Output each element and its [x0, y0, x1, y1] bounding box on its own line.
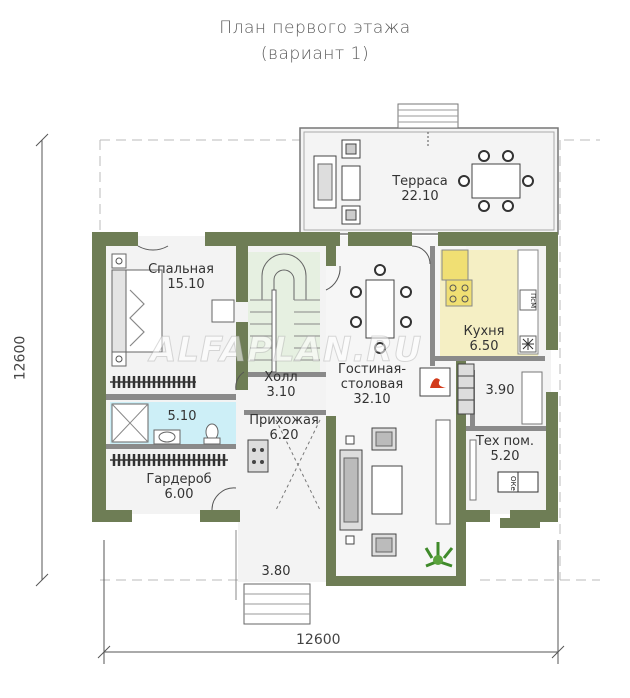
room-bathroom-area: 5.10	[167, 409, 197, 424]
pantry-shelves	[457, 363, 543, 425]
room-bedroom: Спальная 15.10	[136, 262, 226, 292]
terrace-inner-border	[303, 131, 555, 231]
room-living-name-1: Гостиная-	[337, 362, 407, 377]
room-kitchen: Кухня 6.50	[454, 324, 514, 354]
room-kitchen-name: Кухня	[463, 324, 505, 339]
dimension-height: 12600	[12, 335, 29, 381]
room-wardrobe: Гардероб 6.00	[136, 472, 222, 502]
room-entry-name: Прихожая	[249, 413, 319, 428]
room-terrace-name: Терраса	[392, 174, 448, 189]
terrace-steps	[397, 103, 459, 146]
porch-steps	[235, 530, 311, 625]
room-hall-area: 3.10	[266, 385, 296, 400]
room-hall-name: Холл	[264, 370, 298, 385]
kitchen-fixtures	[441, 249, 539, 355]
room-pantry-area: 3.90	[485, 383, 515, 398]
room-bedroom-area: 15.10	[167, 277, 205, 292]
fireplace	[419, 367, 451, 397]
room-hall: Холл 3.10	[256, 370, 306, 400]
porch-floor	[238, 514, 326, 582]
room-entry: Прихожая 6.20	[246, 413, 322, 443]
room-bathroom: 5.10	[160, 409, 204, 424]
dining-set	[350, 264, 412, 354]
room-living-name-2: столовая	[340, 377, 404, 392]
bathroom-fixtures	[111, 403, 221, 445]
room-kitchen-area: 6.50	[469, 339, 499, 354]
boiler-label: ОКе	[509, 475, 517, 491]
room-bedroom-name: Спальная	[148, 262, 214, 277]
room-terrace: Терраса 22.10	[380, 174, 460, 204]
staircase	[250, 253, 320, 373]
room-wardrobe-name: Гардероб	[146, 472, 212, 487]
exterior-walls	[92, 232, 558, 586]
door-swings	[137, 245, 431, 511]
plan-title: План первого этажа	[219, 18, 411, 38]
watermark: ALFAPLAN.RU	[149, 330, 423, 371]
terrace-furniture	[313, 139, 534, 225]
room-tech-area: 5.20	[490, 449, 520, 464]
plan-subtitle: (вариант 1)	[260, 44, 370, 64]
bedroom-furniture	[111, 253, 235, 367]
fridge-label: ПсМ	[529, 293, 537, 309]
room-porch: 3.80	[254, 564, 298, 579]
room-wardrobe-area: 6.00	[164, 487, 194, 502]
dimension-width: 12600	[296, 632, 341, 648]
room-living-area: 32.10	[353, 392, 391, 407]
room-tech: Тех пом. 5.20	[468, 434, 542, 464]
entry-elements	[247, 419, 454, 568]
closet-hangers-wardrobe	[112, 454, 226, 466]
living-furniture	[339, 419, 451, 557]
closet-hangers-bedroom	[112, 376, 196, 388]
room-terrace-area: 22.10	[401, 189, 439, 204]
room-living: Гостиная- столовая 32.10	[332, 362, 412, 407]
room-porch-area: 3.80	[261, 564, 291, 579]
room-tech-name: Тех пом.	[475, 434, 535, 449]
tech-room-equipment	[469, 439, 539, 501]
room-entry-area: 6.20	[269, 428, 299, 443]
dimension-lines	[35, 133, 565, 664]
room-pantry: 3.90	[478, 383, 522, 398]
